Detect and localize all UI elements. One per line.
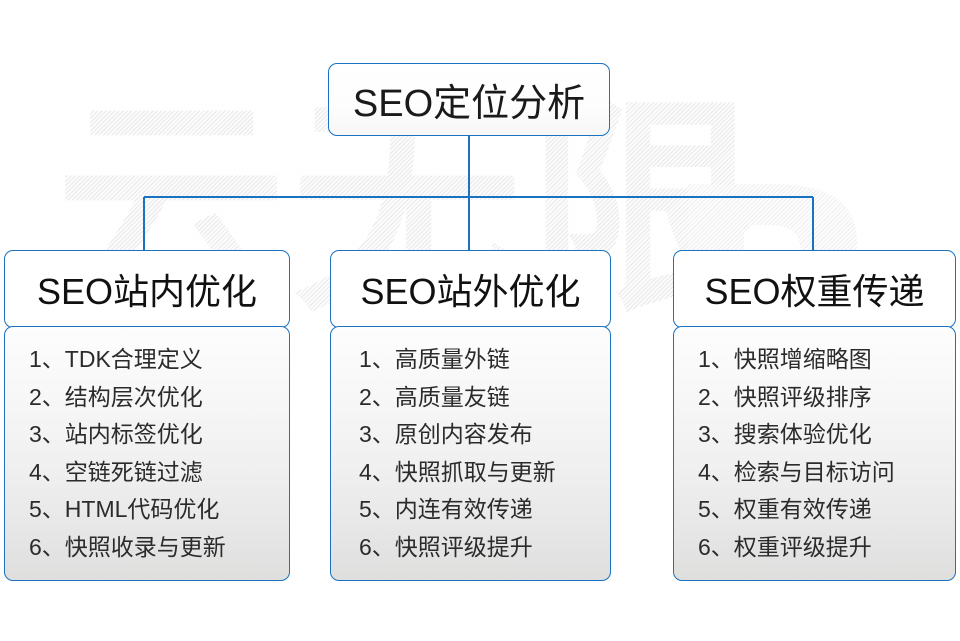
branch-body-seo-offsite: 1、高质量外链 2、高质量友链 3、原创内容发布 4、快照抓取与更新 5、内连有… xyxy=(330,326,611,581)
branch-header-label: SEO权重传递 xyxy=(704,271,925,312)
list-item: 4、检索与目标访问 xyxy=(698,458,895,485)
list-item: 2、高质量友链 xyxy=(359,383,510,410)
list-item: 2、结构层次优化 xyxy=(29,383,203,410)
list-item: 6、快照收录与更新 xyxy=(29,533,226,560)
branch-header-label: SEO站内优化 xyxy=(36,271,258,312)
list-item: 2、快照评级排序 xyxy=(698,383,872,410)
branch-column-seo-offsite: SEO站外优化 1、高质量外链 2、高质量友链 3、原创内容发布 4、快照抓取与… xyxy=(330,250,611,581)
list-item: 6、权重评级提升 xyxy=(698,533,872,560)
list-item: 4、快照抓取与更新 xyxy=(359,458,556,485)
root-node-label: SEO定位分析 xyxy=(352,83,586,125)
list-item: 3、站内标签优化 xyxy=(29,421,203,447)
branch-body-seo-onsite: 1、TDK合理定义 2、结构层次优化 3、站内标签优化 4、空链死链过滤 5、H… xyxy=(4,326,290,581)
branch-item-list: 1、TDK合理定义 2、结构层次优化 3、站内标签优化 4、空链死链过滤 5、H… xyxy=(5,341,289,566)
branch-header-seo-offsite[interactable]: SEO站外优化 xyxy=(330,250,611,328)
branch-body-seo-weight-transfer: 1、快照增缩略图 2、快照评级排序 3、搜索体验优化 4、检索与目标访问 5、权… xyxy=(673,326,956,581)
root-node-seo-positioning-analysis[interactable]: SEO定位分析 xyxy=(328,63,610,136)
list-item: 6、快照评级提升 xyxy=(359,533,533,560)
list-item: 3、搜索体验优化 xyxy=(698,421,872,447)
branch-item-list: 1、快照增缩略图 2、快照评级排序 3、搜索体验优化 4、检索与目标访问 5、权… xyxy=(674,341,955,566)
branch-item-list: 1、高质量外链 2、高质量友链 3、原创内容发布 4、快照抓取与更新 5、内连有… xyxy=(331,341,610,566)
branch-column-seo-onsite: SEO站内优化 1、TDK合理定义 2、结构层次优化 3、站内标签优化 4、空链… xyxy=(4,250,290,581)
list-item: 5、HTML代码优化 xyxy=(29,496,220,522)
branch-header-seo-weight-transfer[interactable]: SEO权重传递 xyxy=(673,250,956,328)
branch-header-seo-onsite[interactable]: SEO站内优化 xyxy=(4,250,290,328)
list-item: 1、TDK合理定义 xyxy=(29,346,203,372)
branch-header-label: SEO站外优化 xyxy=(360,271,581,312)
list-item: 5、内连有效传递 xyxy=(359,496,533,522)
list-item: 4、空链死链过滤 xyxy=(29,458,203,485)
list-item: 3、原创内容发布 xyxy=(359,421,533,447)
list-item: 1、快照增缩略图 xyxy=(698,346,872,372)
list-item: 5、权重有效传递 xyxy=(698,496,872,522)
branch-column-seo-weight-transfer: SEO权重传递 1、快照增缩略图 2、快照评级排序 3、搜索体验优化 4、检索与… xyxy=(673,250,956,581)
list-item: 1、高质量外链 xyxy=(359,346,510,372)
